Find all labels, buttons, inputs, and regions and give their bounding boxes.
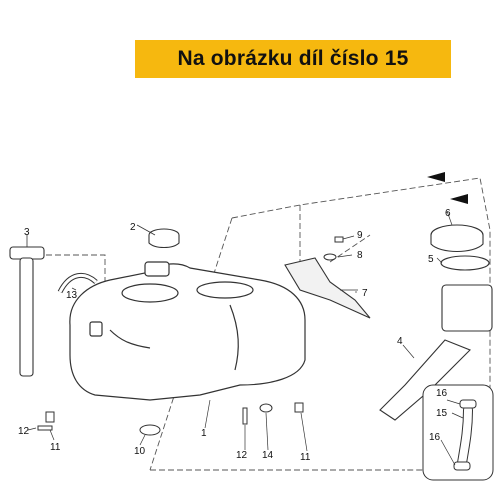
callout-2: 2: [130, 222, 136, 233]
seal-ring-part: [440, 255, 490, 271]
pump-ring-cap-part: [430, 224, 484, 253]
callout-9: 9: [357, 230, 363, 241]
callout-6: 6: [445, 208, 451, 219]
callout-8: 8: [357, 250, 363, 261]
callout-11-left: 11: [50, 442, 61, 453]
callout-5: 5: [428, 254, 434, 265]
callout-7: 7: [362, 288, 368, 299]
callout-15: 15: [436, 408, 448, 419]
fasteners: [37, 402, 304, 436]
callout-10: 10: [134, 446, 146, 457]
level-sender-part: [9, 246, 45, 377]
hose-clamp-bottom: [453, 461, 471, 471]
callout-1: 1: [201, 428, 207, 439]
banner-text: Na obrázku díl číslo 15: [177, 47, 409, 70]
bracket-part: [284, 257, 371, 319]
hose-clamp-top: [459, 399, 477, 409]
callout-13: 13: [66, 290, 78, 301]
hose-inset-frame: [422, 384, 494, 481]
callout-4: 4: [397, 336, 403, 347]
callout-14: 14: [262, 450, 274, 461]
direction-arrows: [427, 172, 468, 204]
washer-part: [323, 236, 344, 261]
callout-16-bottom: 16: [429, 432, 441, 443]
callout-12-left: 12: [18, 426, 30, 437]
callout-3: 3: [24, 227, 30, 238]
filler-cap-part: [148, 228, 180, 249]
fuel-tank: [69, 261, 306, 401]
fuel-pump-part: [379, 284, 493, 421]
callout-16-top: 16: [436, 388, 448, 399]
callout-11-right: 11: [300, 452, 311, 463]
callout-12-right: 12: [236, 450, 248, 461]
part-number-banner: Na obrázku díl číslo 15: [135, 40, 451, 78]
